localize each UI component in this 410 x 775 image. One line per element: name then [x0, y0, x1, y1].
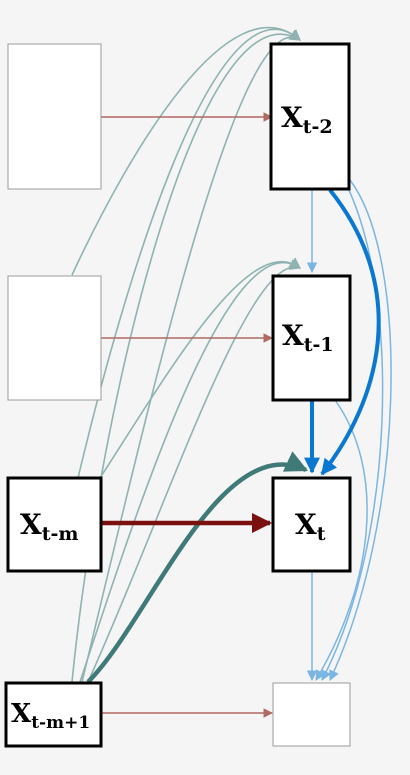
node-x-t-minus-m-plus-1-base: X — [11, 699, 32, 729]
node-x-t-base: X — [295, 508, 317, 541]
node-x-t-minus-1-sub: t-1 — [304, 334, 334, 356]
svg-text:Xt-m: Xt-m — [20, 508, 79, 545]
edge-xtm1-to-xt1-a — [79, 257, 301, 683]
bold-blue-edges — [304, 188, 381, 476]
svg-text:Xt-2: Xt-2 — [281, 101, 333, 138]
node-x-t-minus-1-base: X — [282, 319, 304, 352]
edge-xtm1-to-xt2-b — [81, 29, 301, 683]
edge-xtm1-to-xt1-b — [87, 259, 302, 683]
node-x-t-minus-m-base: X — [20, 508, 42, 541]
edge-empty-mid-to-xt2 — [71, 26, 301, 276]
node-x-t-minus-m-plus-1: Xt-m+1 — [4, 681, 103, 748]
node-x-t-minus-m-plus-1-sub: t-m+1 — [31, 713, 90, 733]
svg-text:Xt: Xt — [295, 508, 326, 545]
node-x-t-minus-2-base: X — [281, 101, 303, 134]
node-x-t-sub: t — [317, 523, 326, 545]
svg-text:Xt-m+1: Xt-m+1 — [11, 699, 90, 733]
node-x-t-minus-m-sub: t-m — [42, 523, 79, 545]
edge-xt2-to-empty-bottom-a — [329, 179, 392, 681]
edge-xtm-to-xt1 — [99, 257, 301, 479]
node-x-t-minus-2-sub: t-2 — [303, 116, 333, 138]
edge-xtm1-to-xt2-a — [71, 30, 301, 683]
light-red-edges — [100, 112, 273, 718]
edge-xt2-to-xt — [320, 188, 381, 476]
empty-node-bottom — [272, 682, 351, 747]
edge-xt2-to-empty-bottom-b — [321, 187, 384, 681]
edge-xtm-to-xt2 — [77, 28, 301, 479]
empty-node-mid — [7, 275, 102, 401]
light-teal-edges — [71, 26, 302, 683]
empty-node-top — [7, 43, 102, 190]
node-x-t-minus-2: Xt-2 — [269, 42, 351, 191]
svg-text:Xt-1: Xt-1 — [282, 319, 334, 356]
edge-xtm1-to-xt-bold — [86, 451, 309, 684]
node-x-t: Xt — [271, 476, 352, 573]
node-x-t-minus-1: Xt-1 — [271, 274, 352, 402]
node-x-t-minus-m: Xt-m — [6, 476, 103, 573]
